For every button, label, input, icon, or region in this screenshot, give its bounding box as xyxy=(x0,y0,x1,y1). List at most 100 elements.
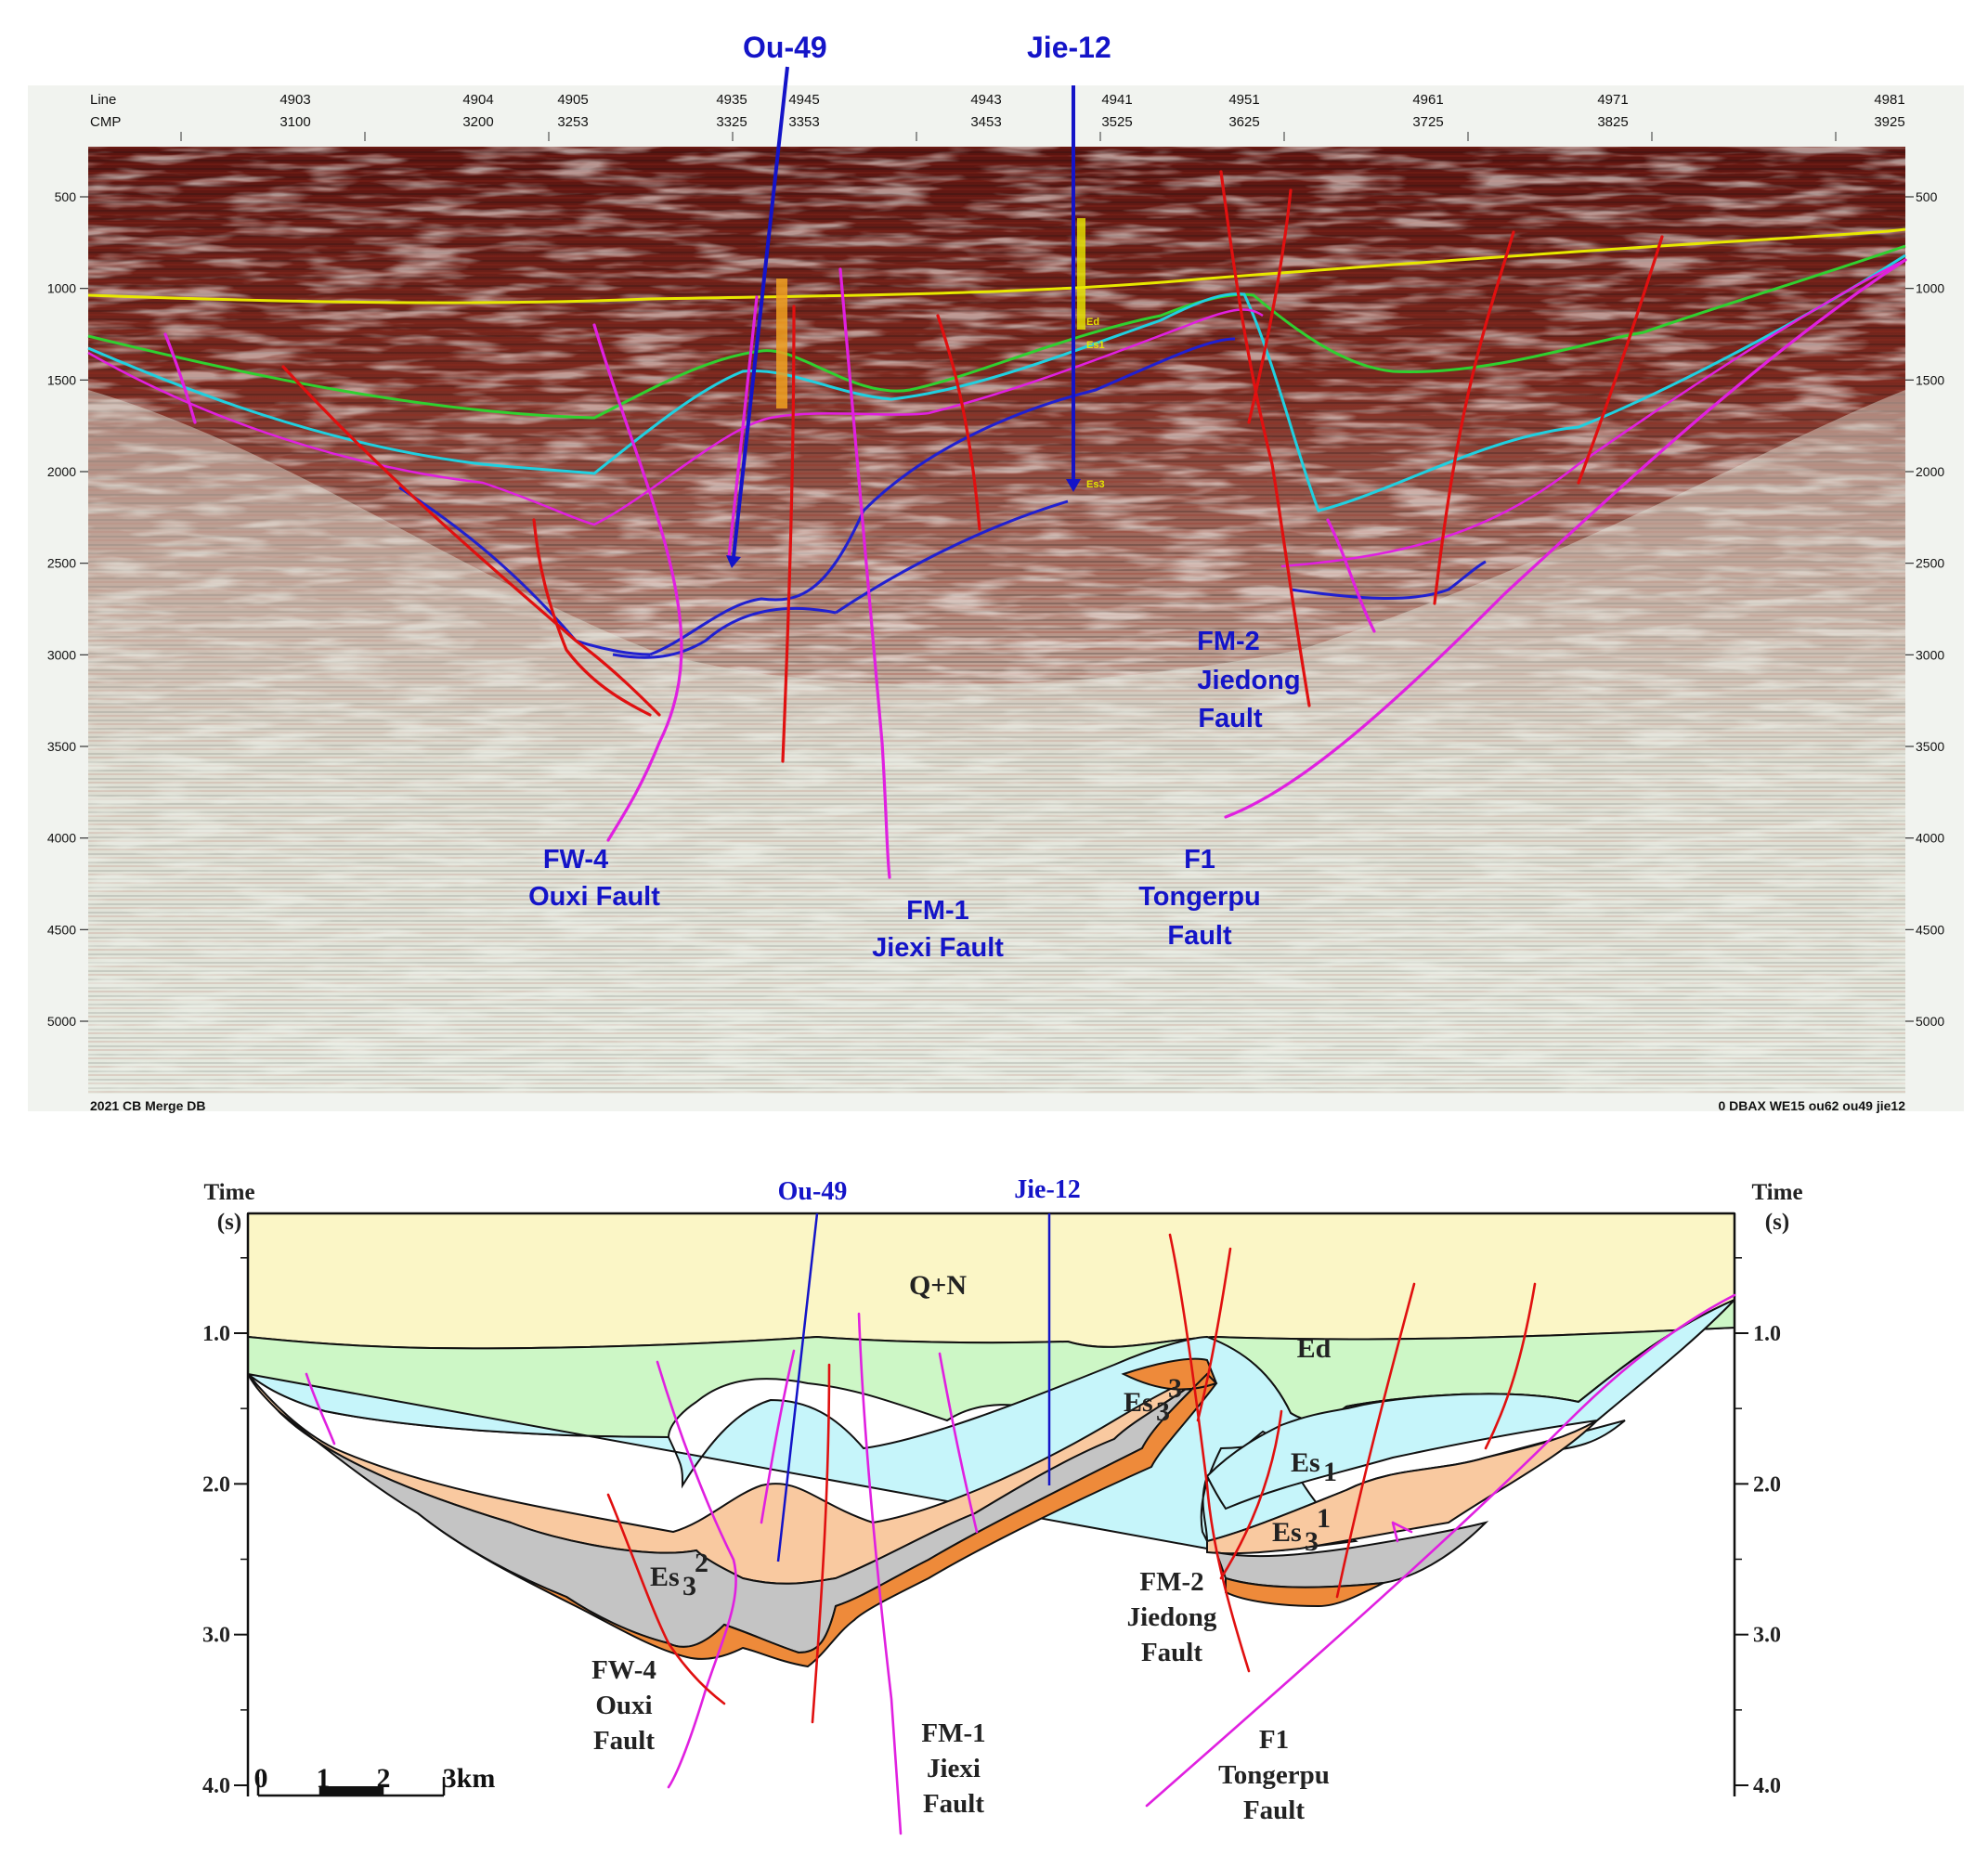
fault-label-fm1: FM-1 Jiexi Fault xyxy=(872,896,1004,963)
line-row-label: Line xyxy=(90,92,116,108)
cmp-number: 3525 xyxy=(1101,114,1132,130)
time-tick-label: 2.0 xyxy=(1753,1472,1781,1497)
fault-label-fm2: FM-2 Jiedong Fault xyxy=(1197,627,1300,733)
twt-tick-label: 3000 xyxy=(1916,647,1944,662)
sec-well-ou49 xyxy=(776,1212,819,1562)
time-tick-label: 2.0 xyxy=(202,1472,230,1497)
svg-text:Tongerpu: Tongerpu xyxy=(1218,1760,1330,1790)
svg-text:1: 1 xyxy=(317,1763,331,1794)
fault-fw4-minor xyxy=(163,332,197,424)
seismic-horizons xyxy=(87,227,1906,659)
svg-text:3: 3 xyxy=(682,1571,696,1601)
well-arrow-jie12 xyxy=(1066,479,1081,492)
horizon-green xyxy=(87,244,1906,420)
svg-text:1: 1 xyxy=(1323,1457,1337,1487)
fault-red-mid xyxy=(936,314,981,531)
time-tick-label: 4.0 xyxy=(1753,1774,1781,1798)
svg-text:Fault: Fault xyxy=(1243,1796,1305,1825)
scale-bar-fill xyxy=(320,1786,383,1796)
sec-fault-f1 xyxy=(1145,1293,1736,1808)
svg-text:Jiedong: Jiedong xyxy=(1127,1602,1217,1632)
sec-fault-fw4 xyxy=(656,1360,737,1789)
sec-fault-mid-magenta xyxy=(938,1352,979,1534)
twt-tick-label: 1500 xyxy=(47,372,76,387)
cmp-number: 3825 xyxy=(1597,114,1628,130)
time-tick-label: 3.0 xyxy=(202,1624,230,1648)
cmp-number: 3100 xyxy=(279,114,310,130)
fault-fm1 xyxy=(838,267,891,879)
fault-red-east1 xyxy=(1433,230,1515,605)
fault-label-f1: F1 Tongerpu Fault xyxy=(1138,845,1261,951)
fault-red-west xyxy=(281,365,661,717)
sec-fault-east-red1 xyxy=(1335,1282,1416,1599)
twt-tick-label: 500 xyxy=(1916,189,1938,204)
twt-tick-label: 5000 xyxy=(1916,1014,1944,1029)
svg-text:1: 1 xyxy=(1317,1503,1331,1534)
svg-text:Fault: Fault xyxy=(1141,1638,1202,1667)
log-ou49 xyxy=(776,279,787,408)
time-tick-label: 1.0 xyxy=(1753,1322,1781,1346)
sec-fault-fm1 xyxy=(857,1312,903,1835)
svg-text:FW-4: FW-4 xyxy=(543,845,608,875)
cmp-number: 3253 xyxy=(557,114,588,130)
unit-label-es3-3: Es 3 3 xyxy=(1124,1373,1182,1427)
svg-text:(s): (s) xyxy=(217,1210,241,1235)
line-number: 4904 xyxy=(462,92,493,108)
tag-es3: Es3 xyxy=(1086,479,1105,490)
svg-text:Fault: Fault xyxy=(1167,921,1232,951)
svg-text:3: 3 xyxy=(1156,1396,1170,1427)
basement-zone xyxy=(88,390,1905,1094)
section-faults xyxy=(305,1233,1736,1835)
fault-fm2-b xyxy=(1247,188,1293,424)
fault-fw4 xyxy=(592,323,683,842)
line-number: 4941 xyxy=(1101,92,1132,108)
svg-text:FM-2: FM-2 xyxy=(1139,1567,1203,1597)
time-tick-label: 1.0 xyxy=(202,1322,230,1346)
sec-fault-fm2-c xyxy=(1219,1409,1283,1580)
twt-tick-label: 2500 xyxy=(47,556,76,571)
well-label-ou49: Ou-49 xyxy=(743,31,827,64)
svg-text:Ouxi Fault: Ouxi Fault xyxy=(528,882,660,912)
sec-fault-label-f1: F1 Tongerpu Fault xyxy=(1218,1725,1330,1825)
line-number: 4951 xyxy=(1228,92,1259,108)
tag-ed: Ed xyxy=(1086,317,1099,328)
seismic-faults xyxy=(163,170,1907,879)
horizon-blue-deep xyxy=(612,499,1069,659)
horizon-cyan xyxy=(87,253,1906,512)
sec-fault-label-fw4: FW-4 Ouxi Fault xyxy=(591,1655,656,1756)
well-path-ou49 xyxy=(732,66,789,558)
svg-text:Es: Es xyxy=(1124,1387,1153,1418)
line-number: 4903 xyxy=(279,92,310,108)
svg-text:Fault: Fault xyxy=(923,1789,984,1819)
svg-text:2: 2 xyxy=(377,1763,391,1794)
twt-tick-label: 1000 xyxy=(1916,281,1944,296)
time-ticks-left: 1.02.03.04.0 xyxy=(202,1257,248,1798)
twt-tick-label: 2000 xyxy=(47,464,76,479)
line-number: 4943 xyxy=(970,92,1001,108)
tag-es1: Es1 xyxy=(1086,340,1105,351)
svg-text:Es: Es xyxy=(650,1562,680,1592)
seismic-footer-right: 0 DBAX WE15 ou62 ou49 jie12 xyxy=(1718,1098,1905,1113)
svg-text:Jiexi Fault: Jiexi Fault xyxy=(872,933,1004,963)
sec-fault-label-fm2: FM-2 Jiedong Fault xyxy=(1127,1567,1217,1667)
unit-qn xyxy=(247,1212,1735,1350)
fault-red-west2 xyxy=(532,518,652,717)
svg-text:Time: Time xyxy=(1751,1180,1802,1205)
svg-text:2: 2 xyxy=(695,1548,708,1578)
sec-fault-fm2-b xyxy=(1196,1247,1232,1422)
twt-tick-label: 2000 xyxy=(1916,464,1944,479)
horizon-yellow xyxy=(87,227,1906,305)
line-number: 4961 xyxy=(1412,92,1443,108)
svg-text:0: 0 xyxy=(254,1763,268,1794)
twt-tick-label: 3000 xyxy=(47,647,76,662)
cmp-number: 3353 xyxy=(788,114,819,130)
cmp-number: 3925 xyxy=(1874,114,1904,130)
sec-fault-f1-arrowhead xyxy=(1391,1521,1413,1543)
twt-tick-label: 500 xyxy=(55,189,77,204)
cmp-row-label: CMP xyxy=(90,114,121,130)
header-ticks xyxy=(180,132,1837,141)
